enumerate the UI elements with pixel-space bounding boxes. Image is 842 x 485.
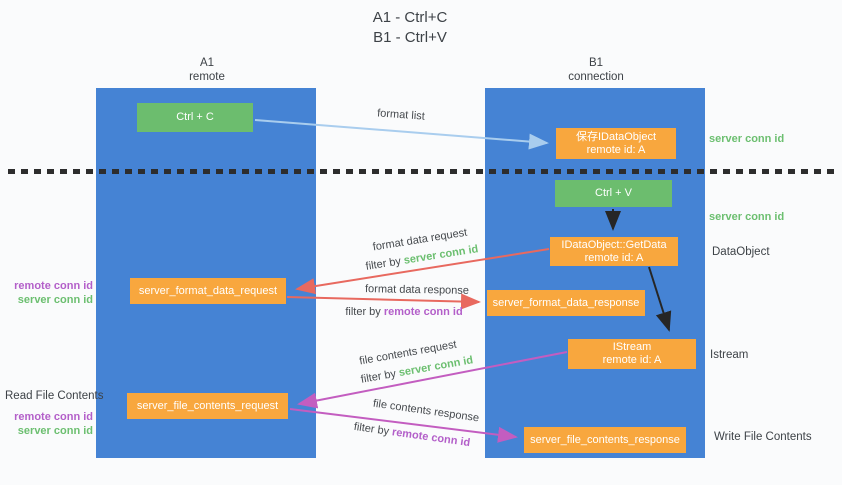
lane-header-right: B1 connection <box>536 56 656 84</box>
lane-header-left: A1 remote <box>147 56 267 84</box>
lane-right-role: connection <box>568 71 624 83</box>
box-server-file-contents-response: server_file_contents_response <box>524 427 686 453</box>
box-format-request-label: server_format_data_request <box>138 284 278 297</box>
box-ctrl-v: Ctrl + V <box>555 180 672 207</box>
arrow-label-format-data-response: format data response <box>364 283 470 297</box>
filter-by-text: filter by <box>345 306 384 318</box>
title-line-1: A1 - Ctrl+C <box>372 9 448 26</box>
side-label-server-conn-id-left-bottom: server conn id <box>17 425 93 437</box>
side-label-remote-conn-id-left-bottom: remote conn id <box>14 411 93 423</box>
box-server-format-data-request: server_format_data_request <box>130 278 286 304</box>
box-ctrl-v-label: Ctrl + V <box>595 187 632 199</box>
arrow-file-contents-request <box>297 351 568 409</box>
box-istream-line2: remote id: A <box>602 354 662 366</box>
box-format-response-label: server_format_data_response <box>492 296 640 309</box>
title-line-2: B1 - Ctrl+V <box>373 29 447 46</box>
side-label-server-conn-id-right-top: server conn id <box>709 133 785 145</box>
box-server-file-contents-request: server_file_contents_request <box>127 393 288 419</box>
arrow-format-data-response <box>286 293 481 310</box>
box-getdata-line2: remote id: A <box>584 251 644 264</box>
box-server-format-data-response: server_format_data_response <box>487 290 645 316</box>
arrow-getdata-to-istream <box>648 266 672 332</box>
side-label-server-conn-id-left-top: server conn id <box>17 294 93 306</box>
box-istream-line1: IStream <box>612 341 652 353</box>
side-label-write-file-contents: Write File Contents <box>714 431 812 443</box>
dashed-divider <box>8 169 836 174</box>
arrow-format-data-request <box>295 248 550 295</box>
box-ctrl-c-label: Ctrl + C <box>176 111 214 123</box>
box-file-response-label: server_file_contents_response <box>530 433 680 446</box>
lane-left-name: A1 <box>199 57 215 69</box>
box-getdata-line1: IDataObject::GetData <box>561 238 667 251</box>
arrow-file-contents-response <box>289 408 518 443</box>
side-label-remote-conn-id-left-top: remote conn id <box>14 280 93 292</box>
side-label-server-conn-id-right-mid: server conn id <box>709 211 785 223</box>
box-idataobject-getdata: IDataObject::GetData remote id: A <box>550 237 678 266</box>
box-save-idataobject-line2: remote id: A <box>586 143 646 156</box>
box-ctrl-c: Ctrl + C <box>137 103 253 132</box>
arrow-format-list <box>254 119 549 150</box>
side-label-read-file-contents: Read File Contents <box>5 390 104 402</box>
box-save-idataobject-line1: 保存IDataObject <box>575 130 657 143</box>
side-label-dataobject: DataObject <box>712 246 770 258</box>
box-save-idataobject: 保存IDataObject remote id: A <box>556 128 676 159</box>
diagram-title: A1 - Ctrl+C B1 - Ctrl+V <box>0 8 820 48</box>
box-file-request-label: server_file_contents_request <box>136 399 279 412</box>
lane-left-role: remote <box>189 71 225 83</box>
arrow-filter-format-data-response: filter by remote conn id <box>345 306 462 318</box>
side-label-istream: Istream <box>710 349 749 361</box>
remote-conn-id-key: remote conn id <box>383 306 463 318</box>
box-istream: IStream remote id: A <box>568 339 696 369</box>
lane-right-name: B1 <box>588 57 604 69</box>
